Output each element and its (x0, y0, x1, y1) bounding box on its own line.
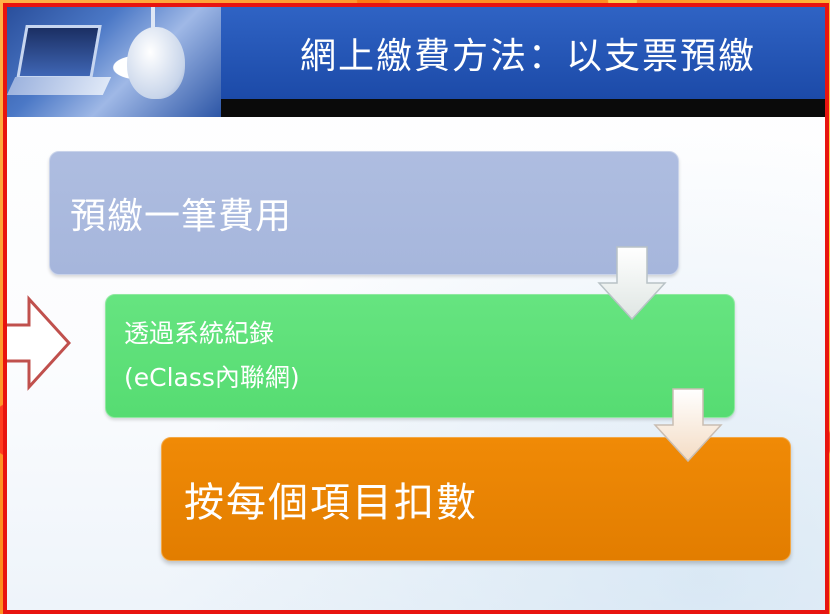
step-box-prepay: 預繳一筆費用 (49, 151, 679, 275)
right-arrow-icon (7, 295, 71, 391)
computer-mouse-photo (7, 7, 221, 117)
step-label: 按每個項目扣數 (184, 480, 478, 526)
step-label: 預繳一筆費用 (70, 196, 293, 237)
title-bar: 網上繳費方法：以支票預繳 (221, 7, 825, 99)
page-title: 網上繳費方法：以支票預繳 (299, 36, 756, 77)
down-arrow-icon (653, 388, 723, 463)
down-arrow-icon (597, 246, 667, 321)
title-underline-band (221, 99, 825, 117)
slide-frame: 網上繳費方法：以支票預繳 預繳一筆費用 透過系統紀錄 (eClass內聯網) 按… (3, 3, 829, 614)
mouse-icon (127, 27, 185, 99)
mouse-cable-icon (151, 7, 155, 31)
step-box-deduct: 按每個項目扣數 (161, 437, 791, 561)
laptop-keyboard-icon (7, 77, 112, 95)
step-label: 透過系統紀錄 (124, 319, 275, 348)
step-label-sub: (eClass內聯網) (124, 363, 300, 392)
laptop-icon (16, 25, 102, 79)
